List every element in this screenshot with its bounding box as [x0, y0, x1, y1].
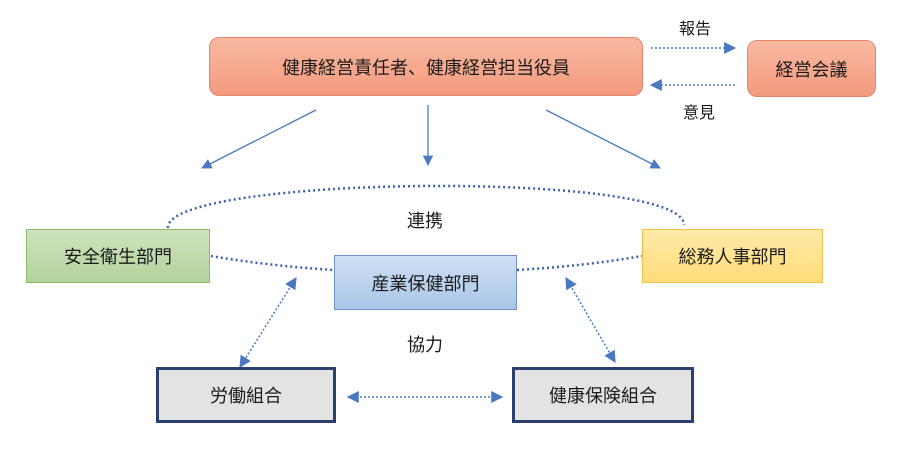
report-label: 報告: [679, 19, 712, 38]
executive-box: 健康経営責任者、健康経営担当役員: [209, 37, 643, 96]
labor-union-box: 労働組合: [156, 367, 336, 423]
collaboration-ellipse-right-bottom: [516, 254, 643, 272]
general-affairs-dept-box: 総務人事部門: [642, 229, 823, 283]
arrow-to-general-affairs-dept: [545, 109, 661, 169]
cooperation-arrow-general-insurance: [565, 276, 616, 364]
collaboration-ellipse: [166, 184, 686, 229]
safety-dept-box: 安全衛生部門: [26, 229, 210, 283]
occupational-health-dept-box: 産業保健部門: [334, 255, 517, 310]
opinion-label: 意見: [683, 103, 716, 122]
collaboration-label: 連携: [407, 211, 443, 232]
management-council-box: 経営会議: [747, 40, 876, 97]
arrow-to-safety-dept: [201, 109, 317, 169]
health-insurance-box: 健康保険組合: [512, 367, 694, 423]
collaboration-ellipse-left-bottom: [210, 254, 335, 272]
cooperation-arrow-safety-union: [239, 276, 297, 369]
cooperation-label: 協力: [407, 335, 443, 356]
